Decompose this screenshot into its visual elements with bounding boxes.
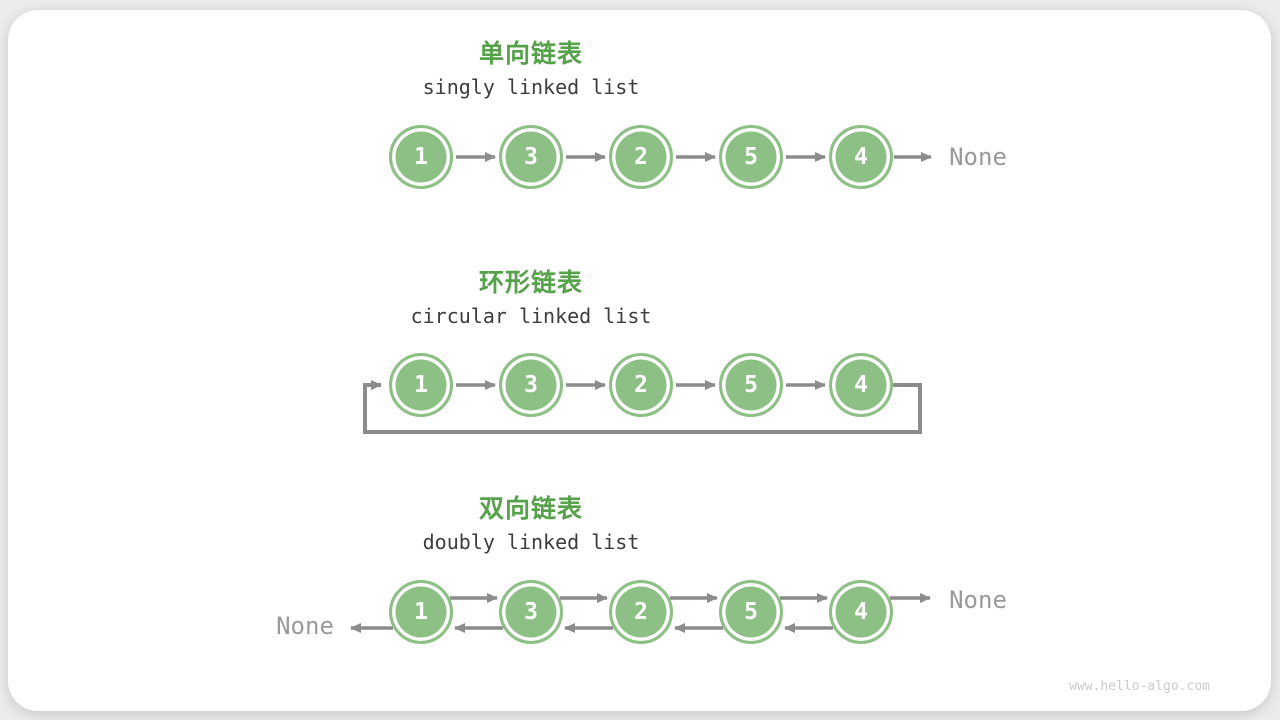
- doubly-node-5: 4: [829, 580, 893, 644]
- singly-none-label: None: [949, 143, 1007, 171]
- node-value: 1: [414, 599, 428, 625]
- singly-title: 单向链表: [478, 40, 584, 68]
- doubly-node-1: 1: [389, 580, 453, 644]
- node-value: 1: [414, 144, 428, 170]
- node-value: 3: [524, 372, 538, 398]
- node-value: 2: [634, 372, 648, 398]
- circular-node-3: 2: [609, 353, 673, 417]
- node-value: 5: [744, 599, 758, 625]
- doubly-tail-none-label: None: [949, 586, 1007, 614]
- singly-node-4: 5: [719, 125, 783, 189]
- doubly-node-3: 2: [609, 580, 673, 644]
- circular-node-1: 1: [389, 353, 453, 417]
- doubly-subtitle: doubly linked list: [422, 530, 640, 554]
- circular-node-5: 4: [829, 353, 893, 417]
- circular-title: 环形链表: [478, 269, 584, 297]
- watermark: www.hello-algo.com: [1069, 679, 1210, 694]
- singly-node-5: 4: [829, 125, 893, 189]
- node-value: 4: [854, 144, 868, 170]
- circular-node-2: 3: [499, 353, 563, 417]
- node-value: 3: [524, 599, 538, 625]
- node-value: 5: [744, 372, 758, 398]
- singly-node-3: 2: [609, 125, 673, 189]
- circular-subtitle: circular linked list: [410, 304, 652, 328]
- doubly-title: 双向链表: [478, 495, 584, 523]
- singly-subtitle: singly linked list: [422, 75, 640, 99]
- node-value: 4: [854, 599, 868, 625]
- node-value: 2: [634, 599, 648, 625]
- singly-node-1: 1: [389, 125, 453, 189]
- singly-node-2: 3: [499, 125, 563, 189]
- node-value: 1: [414, 372, 428, 398]
- doubly-node-4: 5: [719, 580, 783, 644]
- node-value: 2: [634, 144, 648, 170]
- circular-node-4: 5: [719, 353, 783, 417]
- doubly-head-none-label: None: [276, 612, 334, 640]
- doubly-node-2: 3: [499, 580, 563, 644]
- node-value: 3: [524, 144, 538, 170]
- node-value: 5: [744, 144, 758, 170]
- node-value: 4: [854, 372, 868, 398]
